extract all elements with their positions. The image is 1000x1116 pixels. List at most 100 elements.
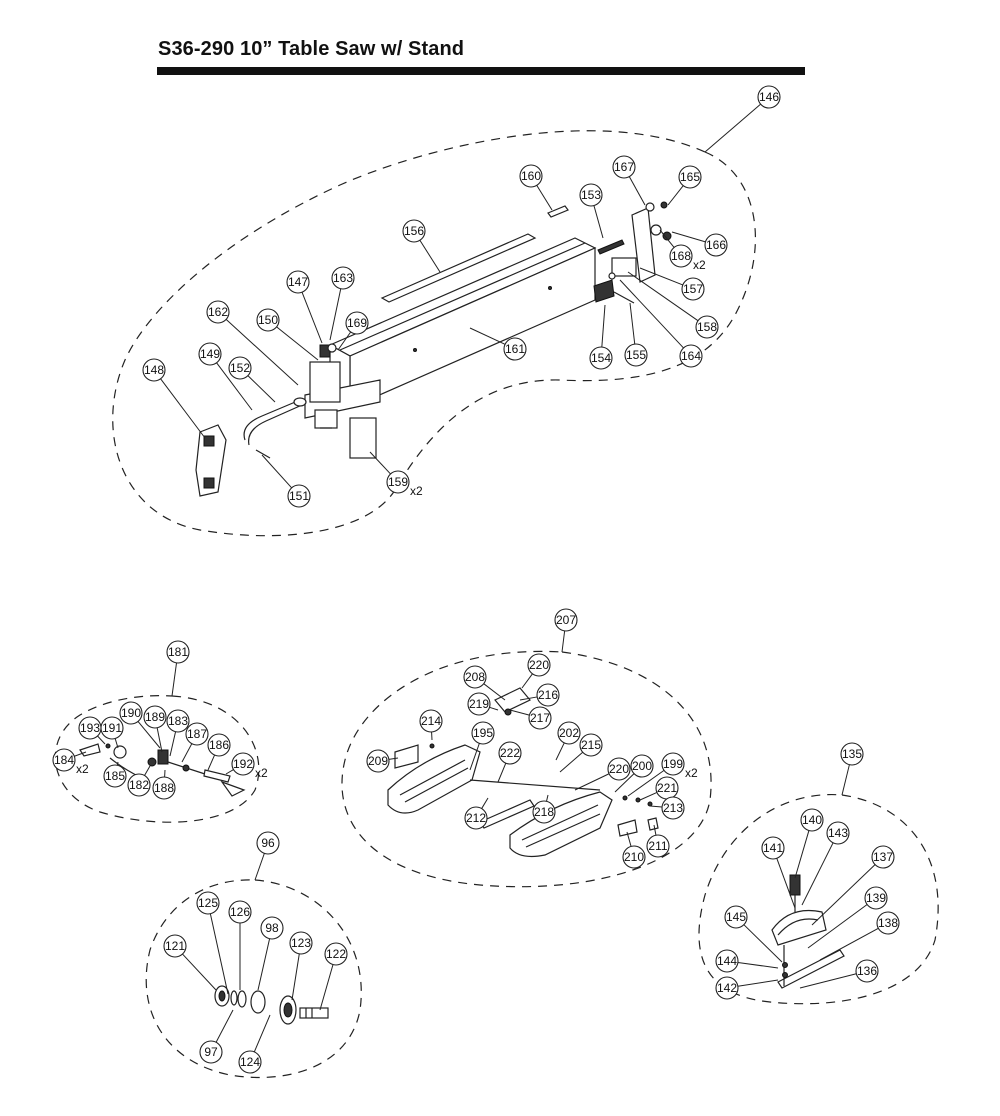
leader-line <box>489 706 499 711</box>
callout-label: 190 <box>121 706 141 720</box>
leader-line <box>116 761 119 766</box>
callout-label: 191 <box>102 721 122 735</box>
callout-label: 208 <box>465 670 485 684</box>
callout-label: 158 <box>697 320 717 334</box>
callout-circle <box>163 934 187 958</box>
callout-137: 137 <box>811 845 895 926</box>
callout-circle <box>622 845 646 869</box>
callout-circle <box>143 705 167 729</box>
callout-label: 209 <box>368 754 388 768</box>
leader-line <box>247 375 276 403</box>
callout-212: 212 <box>464 797 489 830</box>
callout-label: 140 <box>802 813 822 827</box>
callout-label: 167 <box>614 160 634 174</box>
callout-label: 98 <box>265 921 279 935</box>
leader-line <box>627 769 665 797</box>
callout-152: 152 <box>228 356 276 403</box>
callout-211: 211 <box>646 824 670 858</box>
callout-label: 139 <box>866 891 886 905</box>
callout-circle <box>256 831 280 855</box>
callout-circle <box>119 701 143 725</box>
callout-label: 149 <box>200 347 220 361</box>
callout-label: 169 <box>347 316 367 330</box>
callout-label: 124 <box>240 1055 260 1069</box>
callout-circle <box>52 748 76 772</box>
callout-circle <box>519 164 543 188</box>
callout-circle <box>607 757 631 781</box>
leader-line <box>653 824 657 836</box>
callout-200: 200 <box>614 754 654 793</box>
callout-185: 185 <box>103 761 127 788</box>
callout-circle <box>679 344 703 368</box>
leader-line <box>209 913 229 995</box>
callout-156: 156 <box>402 219 441 273</box>
callout-circle <box>678 165 702 189</box>
leader-line <box>291 953 300 1001</box>
callout-circle <box>757 85 781 109</box>
leader-line <box>574 773 610 791</box>
callout-label: 163 <box>333 271 353 285</box>
callout-169: 169 <box>337 311 369 351</box>
callout-circle <box>527 653 551 677</box>
callout-label: 207 <box>556 613 576 627</box>
callout-label: 186 <box>209 738 229 752</box>
callout-circle <box>557 721 581 745</box>
leader-line <box>801 842 834 906</box>
callout-164: 164 <box>619 279 703 368</box>
callout-167: 167 <box>612 155 646 206</box>
callout-147: 147 <box>286 270 323 344</box>
callout-circle <box>228 900 252 924</box>
callout-219: 219 <box>467 692 499 716</box>
leader-line <box>469 743 480 771</box>
callout-circle <box>185 722 209 746</box>
leader-line <box>254 853 265 881</box>
callout-circle <box>589 346 613 370</box>
group-outline-146 <box>112 130 756 537</box>
title-rule <box>157 67 805 75</box>
callout-label: 142 <box>717 981 737 995</box>
callout-circle <box>207 733 231 757</box>
callout-label: 210 <box>624 850 644 864</box>
callout-label: 185 <box>105 769 125 783</box>
callout-circle <box>528 706 552 730</box>
callout-155: 155 <box>624 302 648 367</box>
callout-circle <box>206 300 230 324</box>
callout-label: 141 <box>763 841 783 855</box>
callout-217: 217 <box>509 706 552 730</box>
callout-144: 144 <box>715 949 779 973</box>
leader-line <box>181 743 193 763</box>
callout-165: 165 <box>667 165 702 206</box>
callout-label: 157 <box>683 282 703 296</box>
leader-line <box>671 231 706 243</box>
callout-label: 137 <box>873 850 893 864</box>
callout-circle <box>579 733 603 757</box>
callout-circle <box>646 834 670 858</box>
callout-circle <box>681 277 705 301</box>
callout-label: 221 <box>657 781 677 795</box>
callout-circle <box>231 752 255 776</box>
callout-195: 195 <box>469 721 495 771</box>
callout-quantity: x2 <box>255 766 268 780</box>
callout-label: 143 <box>828 826 848 840</box>
callout-label: 152 <box>230 361 250 375</box>
leader-line <box>137 721 161 749</box>
callout-label: 154 <box>591 351 611 365</box>
callout-circle <box>624 343 648 367</box>
leader-line <box>807 904 868 949</box>
leader-line <box>276 326 319 361</box>
callout-circle <box>579 183 603 207</box>
callout-label: 136 <box>857 964 877 978</box>
callout-label: 214 <box>421 714 441 728</box>
leader-line <box>169 731 177 757</box>
callout-191: 191 <box>100 716 124 749</box>
callout-148: 148 <box>142 358 206 439</box>
leader-line <box>144 765 151 776</box>
leader-line <box>659 229 675 248</box>
leader-line <box>627 271 699 322</box>
callout-123: 123 <box>289 931 313 1001</box>
callout-circle <box>471 721 495 745</box>
callout-circle <box>166 709 190 733</box>
pedal-assembly-parts <box>387 687 659 858</box>
callout-circle <box>198 342 222 366</box>
leader-line <box>519 696 538 701</box>
